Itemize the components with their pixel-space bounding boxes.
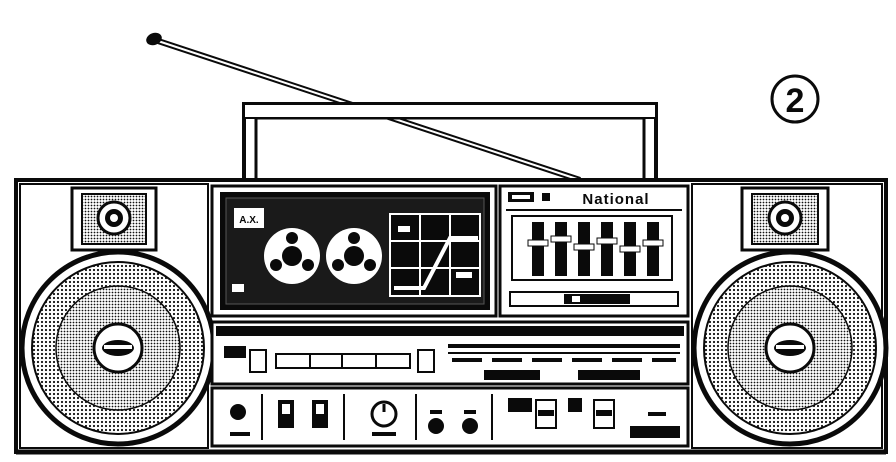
- headphone-jack: [230, 404, 246, 420]
- display-badge-text: A.X.: [239, 215, 259, 226]
- tuning-dial-scale: [448, 344, 680, 380]
- figure-number: 2: [770, 74, 820, 124]
- right-reel: [326, 228, 382, 284]
- right-speaker-section: [691, 183, 889, 449]
- left-woofer: [19, 249, 217, 447]
- tuner-strip: [210, 320, 690, 386]
- cassette-window: A.X.: [210, 184, 498, 318]
- display-badge: [234, 208, 264, 228]
- mic-jack-1: [428, 418, 444, 434]
- left-reel: [264, 228, 320, 284]
- right-woofer: [691, 249, 889, 447]
- left-speaker-section: [19, 183, 217, 449]
- carry-handle: [242, 102, 658, 182]
- eq-sliders: [527, 222, 664, 276]
- brand-logo: National: [582, 191, 649, 208]
- figure-number-text: 2: [786, 82, 805, 120]
- bottom-controls: [210, 386, 690, 448]
- volume-knob: [370, 400, 398, 428]
- equalizer-panel: National: [498, 184, 690, 318]
- mic-jack-2: [462, 418, 478, 434]
